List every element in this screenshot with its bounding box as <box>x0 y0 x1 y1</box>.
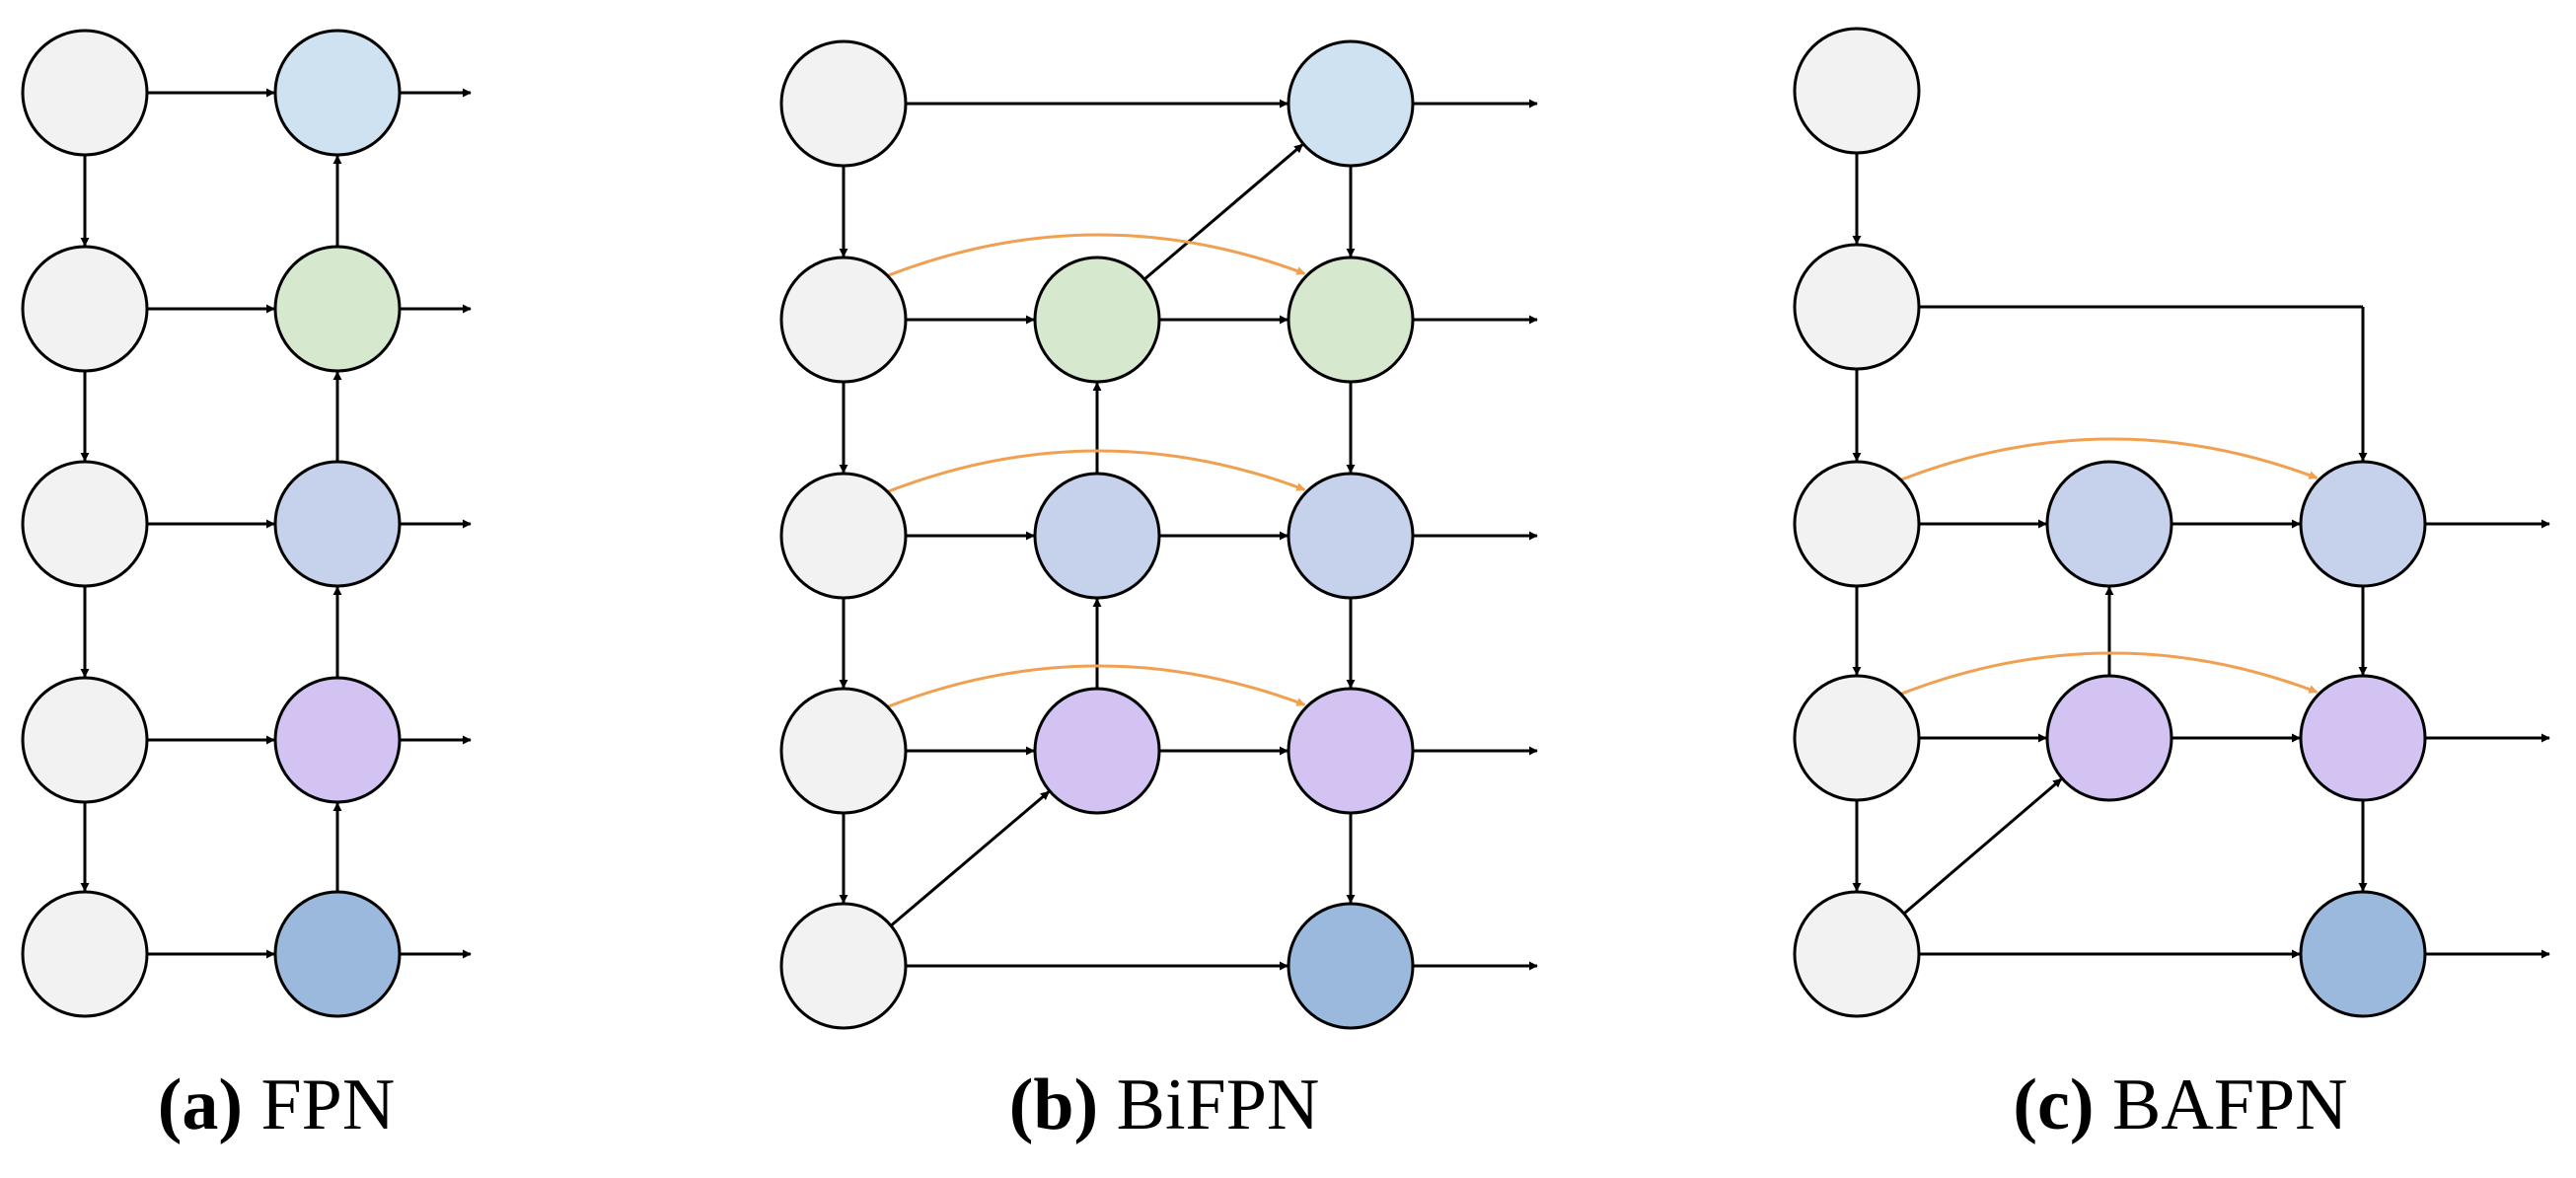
node-c-out3 <box>2299 674 2427 802</box>
node-a-p2 <box>273 460 402 588</box>
node-b-out2 <box>1287 472 1415 600</box>
node-c-in0 <box>1793 27 1921 155</box>
node-c-mid3 <box>2045 674 2173 802</box>
skip-arrow-c-in3-to-c-out3 <box>1900 651 2318 696</box>
node-b-out3 <box>1287 687 1415 815</box>
caption-fpn: (a) FPN <box>118 1061 434 1149</box>
node-a-p0 <box>273 29 402 157</box>
skip-arrow-b-in3-to-b-out3 <box>887 664 1306 708</box>
caption-bifpn: (b) BiFPN <box>947 1061 1381 1149</box>
node-a-in4 <box>21 890 149 1018</box>
node-a-p4 <box>273 890 402 1018</box>
caption-fpn-tag: (a) <box>157 1065 244 1145</box>
node-b-in1 <box>779 256 908 384</box>
node-a-in0 <box>21 29 149 157</box>
node-b-out0 <box>1287 39 1415 168</box>
node-b-mid3 <box>1033 687 1161 815</box>
node-b-in3 <box>779 687 908 815</box>
caption-bafpn-tag: (c) <box>2013 1065 2095 1145</box>
node-b-out1 <box>1287 256 1415 384</box>
caption-bafpn: (c) BAFPN <box>1963 1061 2397 1149</box>
node-a-in3 <box>21 676 149 804</box>
caption-fpn-label: FPN <box>260 1065 396 1145</box>
node-c-out2 <box>2299 460 2427 588</box>
node-a-in1 <box>21 245 149 373</box>
node-c-in2 <box>1793 460 1921 588</box>
nodes <box>21 27 2427 1030</box>
node-a-p3 <box>273 676 402 804</box>
node-b-in0 <box>779 39 908 168</box>
caption-bifpn-tag: (b) <box>1008 1065 1099 1145</box>
edge-c-in4-to-c-mid3 <box>1902 777 2063 916</box>
caption-bifpn-label: BiFPN <box>1116 1065 1320 1145</box>
node-c-in3 <box>1793 674 1921 802</box>
node-b-mid2 <box>1033 472 1161 600</box>
node-b-in4 <box>779 902 908 1030</box>
node-c-in4 <box>1793 890 1921 1018</box>
edge-b-mid1-to-b-out0 <box>1142 143 1304 281</box>
edges <box>80 88 2550 971</box>
skip-arrow-b-in1-to-b-out1 <box>887 233 1306 277</box>
node-c-mid2 <box>2045 460 2173 588</box>
skip-arrow-b-in2-to-b-out2 <box>887 449 1306 493</box>
caption-bafpn-label: BAFPN <box>2112 1065 2348 1145</box>
node-b-mid1 <box>1033 256 1161 384</box>
node-c-out4 <box>2299 890 2427 1018</box>
node-a-p1 <box>273 245 402 373</box>
node-b-out4 <box>1287 902 1415 1030</box>
node-b-in2 <box>779 472 908 600</box>
node-c-in1 <box>1793 243 1921 371</box>
edge-b-in4-to-b-mid3 <box>890 790 1051 927</box>
skip-arrow-c-in2-to-c-out2 <box>1900 437 2318 481</box>
node-a-in2 <box>21 460 149 588</box>
